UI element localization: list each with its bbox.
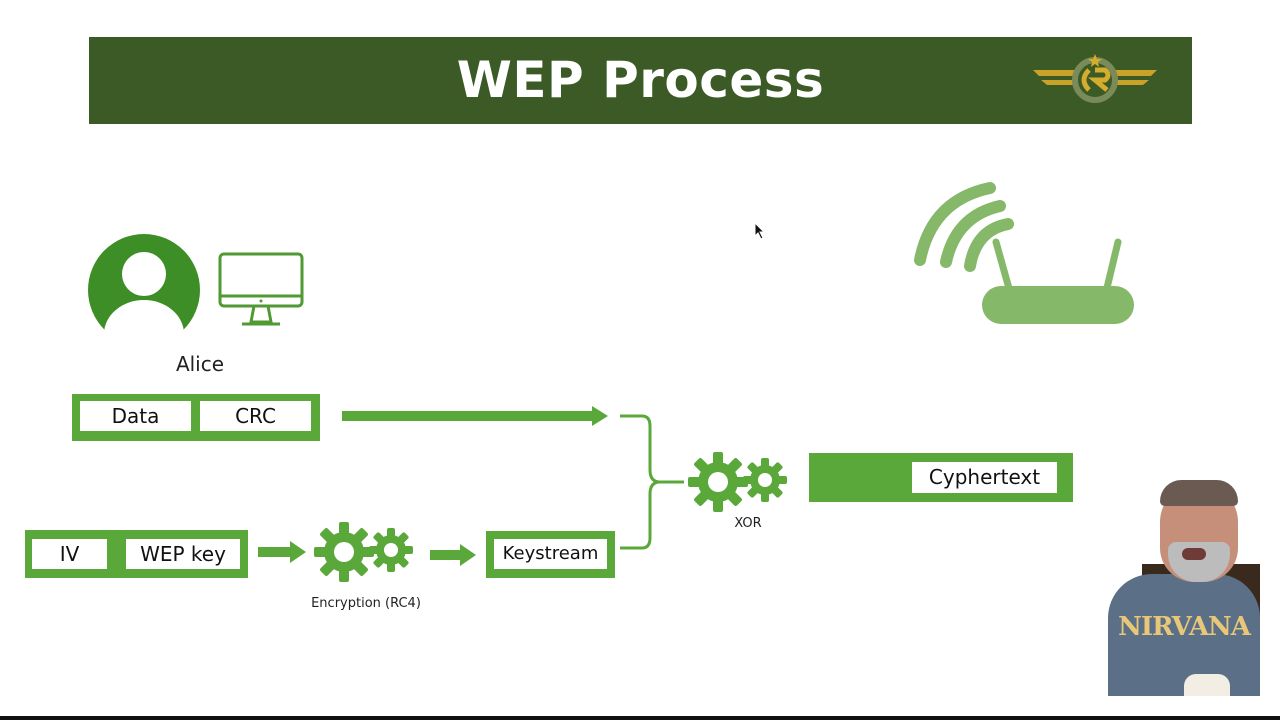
frame-data-crc: Data CRC	[72, 394, 320, 441]
bottom-border	[0, 716, 1280, 720]
cyphertext-label: Cyphertext	[912, 462, 1057, 493]
keystream-box: Keystream	[486, 531, 615, 578]
wireless-router-icon	[914, 182, 1134, 324]
logo-icon	[1033, 54, 1157, 103]
monitor-icon	[218, 252, 304, 326]
cyphertext-box: Cyphertext	[809, 453, 1073, 502]
sender-name: Alice	[175, 352, 225, 376]
data-label: Data	[80, 401, 191, 431]
title-banner: WEP Process	[89, 37, 1192, 124]
presenter-video: NIRVANA	[1108, 478, 1260, 696]
crc-label: CRC	[200, 401, 311, 431]
mouse-cursor-icon	[754, 222, 766, 240]
iv-label: IV	[32, 539, 107, 569]
keystream-label: Keystream	[494, 539, 607, 569]
slide-title: WEP Process	[456, 51, 825, 109]
xor-caption: XOR	[734, 516, 762, 531]
encryption-gears-icon	[314, 522, 413, 582]
merge-bracket	[620, 414, 684, 550]
shirt-text: NIRVANA	[1118, 612, 1251, 642]
arrow-encryption-to-keystream	[430, 544, 476, 566]
user-avatar-icon	[88, 234, 200, 330]
arrow-key-to-encryption	[258, 541, 306, 563]
wep-key-label: WEP key	[126, 539, 240, 569]
arrow-frame-to-xor	[342, 406, 608, 426]
encryption-caption: Encryption (RC4)	[311, 596, 421, 611]
xor-gears-icon	[688, 452, 787, 512]
key-input: IV WEP key	[25, 530, 248, 578]
